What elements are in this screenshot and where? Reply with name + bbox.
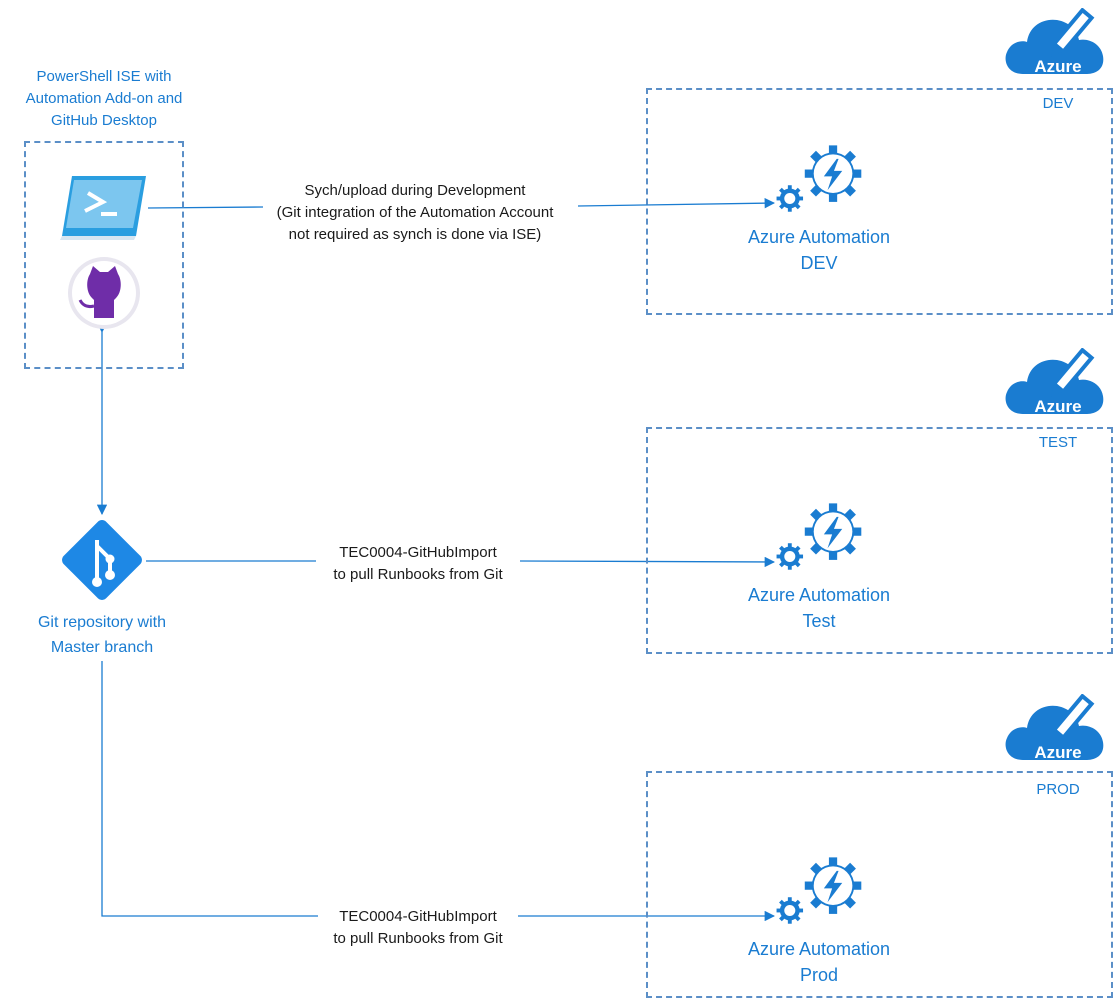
powershell-ise-icon (60, 176, 146, 240)
automation-label-line: Azure Automation (747, 227, 891, 247)
prod-import-connector (101, 661, 318, 917)
connection-label-line: to pull Runbooks from Git (333, 566, 503, 583)
git-repo-label: Git repository with Master branch (2, 610, 202, 660)
dev-tools-box (24, 141, 184, 369)
automation-label-line: Azure Automation (747, 939, 891, 959)
azure-cloud-label-prod: Azure (1034, 743, 1082, 762)
connection-label-line: Sych/upload during Development (304, 182, 526, 199)
environment-name-dev: DEV (1042, 95, 1074, 112)
connection-label-line: (Git integration of the Automation Accou… (276, 204, 554, 221)
azure-cloud-label-dev: Azure (1034, 57, 1082, 76)
connection-label-line: not required as synch is done via ISE) (288, 226, 542, 243)
automation-label-dev: Azure Automation DEV (709, 224, 929, 276)
connection-label-line: to pull Runbooks from Git (333, 930, 503, 947)
git-repo-label-line: Master branch (50, 639, 154, 656)
connection-label-line: TEC0004-GitHubImport (339, 908, 497, 925)
dev-tools-label-line: Automation Add-on and (25, 90, 183, 107)
dev-environment-box (646, 88, 1113, 315)
github-desktop-icon (68, 257, 140, 329)
dev-sync-connector (577, 197, 776, 209)
automation-label-line: Test (802, 611, 836, 631)
dev-tools-label-line: PowerShell ISE with (36, 68, 172, 85)
connection-label-dev-sync: Sych/upload during Development (Git inte… (230, 180, 600, 246)
automation-label-test: Azure Automation Test (709, 582, 929, 634)
connection-label-line: TEC0004-GitHubImport (339, 544, 497, 561)
automation-label-prod: Azure Automation Prod (709, 936, 929, 988)
automation-label-line: DEV (800, 253, 838, 273)
environment-name-test: TEST (1038, 434, 1078, 451)
azure-cloud-label-test: Azure (1034, 397, 1082, 416)
connection-label-test-import: TEC0004-GitHubImport to pull Runbooks fr… (298, 542, 538, 586)
dev-tools-label-line: GitHub Desktop (51, 112, 157, 129)
git-repo-label-line: Git repository with (37, 614, 167, 631)
automation-label-line: Prod (799, 965, 839, 985)
automation-label-line: Azure Automation (747, 585, 891, 605)
dev-tools-label: PowerShell ISE with Automation Add-on an… (4, 66, 204, 132)
environment-name-prod: PROD (1036, 781, 1080, 798)
git-icon (62, 520, 142, 600)
prod-environment-box (646, 771, 1113, 998)
test-environment-box (646, 427, 1113, 654)
dev-sync-connector (147, 206, 264, 209)
connection-label-prod-import: TEC0004-GitHubImport to pull Runbooks fr… (298, 906, 538, 950)
